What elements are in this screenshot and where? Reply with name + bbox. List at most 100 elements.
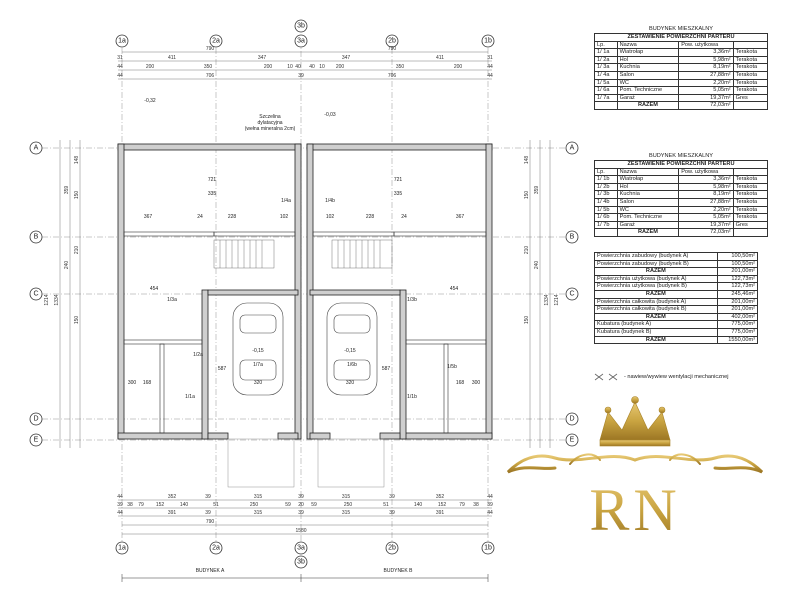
table-cell: 1/ 3a: [594, 63, 618, 72]
table-cell: 27,88m²: [678, 70, 734, 80]
table-cell: WC: [616, 78, 680, 88]
svg-text:1/3b: 1/3b: [407, 297, 417, 303]
svg-text:320: 320: [254, 380, 263, 386]
svg-text:1b: 1b: [484, 38, 492, 45]
svg-text:2b: 2b: [388, 38, 396, 45]
building-b-label: BUDYNEK B: [384, 568, 414, 574]
svg-text:1/4a: 1/4a: [281, 198, 291, 204]
svg-text:140: 140: [180, 502, 189, 508]
svg-text:168: 168: [143, 380, 152, 386]
axis-1a-bottom: 1a: [115, 541, 129, 555]
svg-text:51: 51: [383, 502, 389, 508]
building-a-walls: [117, 143, 302, 440]
svg-text:335: 335: [394, 191, 403, 197]
svg-text:359: 359: [534, 186, 540, 195]
svg-text:315: 315: [254, 510, 263, 516]
table-cell: 1550,00m³: [716, 335, 759, 345]
table-cell: 1/ 5b: [594, 205, 618, 215]
table-cell: 19,37m²: [678, 93, 734, 103]
car-b: [326, 302, 378, 396]
table-cell: 201,00m²: [716, 305, 759, 314]
svg-text:31: 31: [117, 55, 123, 61]
table-cell: 1/ 6b: [594, 213, 618, 222]
table-cell: Wiatrołap: [616, 48, 680, 57]
svg-text:39: 39: [205, 510, 211, 516]
svg-text:150: 150: [74, 316, 80, 325]
svg-text:250: 250: [344, 502, 353, 508]
table-cell: Pom. Techniczne: [616, 86, 680, 95]
svg-text:335: 335: [208, 191, 217, 197]
svg-text:39: 39: [487, 502, 493, 508]
svg-text:44: 44: [487, 64, 493, 70]
svg-text:1/2a: 1/2a: [193, 352, 203, 358]
svg-text:152: 152: [156, 502, 165, 508]
column-axis-top: 1a 2a 3a 3b 2b 1b: [115, 19, 495, 48]
table-cell: 122,73m²: [716, 282, 759, 291]
svg-text:790: 790: [206, 519, 215, 525]
table-cell: Powierzchnia całkowita (budynek B): [594, 305, 718, 314]
table-cell: Powierzchnia użytkowa (budynek B): [594, 282, 718, 291]
ornament-icon: [506, 453, 764, 474]
svg-text:D: D: [33, 416, 38, 423]
table-cell: Kuchnia: [616, 63, 680, 72]
svg-text:Szczelina: Szczelina: [259, 114, 281, 120]
car-a: [232, 302, 284, 396]
svg-text:-0,15: -0,15: [344, 348, 356, 354]
table-cell: Kuchnia: [616, 190, 680, 199]
table-cell: RAZEM: [594, 335, 718, 345]
table-cell: Powierzchnia zabudowy (budynek A): [594, 252, 718, 261]
table-row: Powierzchnia użytkowa (budynek A)122,73m…: [594, 274, 759, 284]
svg-text:350: 350: [204, 64, 213, 70]
table-a-title: BUDYNEK MIESZKALNY: [648, 26, 714, 32]
svg-text:(wełna mineralna 2cm): (wełna mineralna 2cm): [245, 126, 296, 132]
svg-text:59: 59: [285, 502, 291, 508]
ventilation-legend: - nawiew/wywiew wentylacji mechanicznej: [594, 373, 728, 381]
axis-3b-top: 3b: [294, 19, 308, 33]
svg-text:140: 140: [414, 502, 423, 508]
svg-text:3b: 3b: [297, 23, 305, 30]
stairs-a: [213, 239, 275, 269]
table-cell: Terakota: [732, 190, 769, 199]
table-b-title: BUDYNEK MIESZKALNY: [648, 153, 714, 159]
table-a: ZESTAWIENIE POWIERZCHNI PARTERU Lp.Nazwa…: [594, 33, 769, 110]
table-cell: Terakota: [732, 205, 769, 215]
table-cell: 1/ 2a: [594, 55, 618, 65]
table-cell: 5,98m²: [678, 55, 734, 65]
svg-text:1214: 1214: [44, 294, 50, 305]
svg-text:350: 350: [396, 64, 405, 70]
svg-text:347: 347: [258, 55, 267, 61]
table-row: Kubatura (budynek B)775,00m³: [594, 327, 759, 337]
table-cell: 5,05m²: [678, 213, 734, 222]
building-b-walls: [306, 143, 493, 440]
svg-text:39: 39: [117, 502, 123, 508]
table-cell: 19,37m²: [678, 220, 734, 230]
svg-text:200: 200: [336, 64, 345, 70]
row-axis-left: A B C D E: [29, 141, 43, 447]
svg-text:148: 148: [74, 156, 80, 165]
axis-1b-top: 1b: [481, 34, 495, 48]
table-row: Kubatura (budynek A)775,00m³: [594, 320, 759, 329]
svg-text:1/1a: 1/1a: [185, 394, 195, 400]
svg-text:1/3a: 1/3a: [167, 297, 177, 303]
svg-text:315: 315: [342, 494, 351, 500]
svg-text:352: 352: [436, 494, 445, 500]
table-cell: 201,00m²: [716, 267, 759, 276]
svg-text:3a: 3a: [297, 38, 305, 45]
svg-text:44: 44: [117, 510, 123, 516]
svg-text:102: 102: [326, 214, 335, 220]
svg-text:359: 359: [64, 186, 70, 195]
svg-text:240: 240: [534, 261, 540, 270]
table-cell: Terakota: [732, 213, 769, 222]
table-cell: 1/ 1a: [594, 48, 618, 57]
svg-text:40: 40: [295, 64, 301, 70]
table-cell: 8,19m²: [678, 63, 734, 72]
